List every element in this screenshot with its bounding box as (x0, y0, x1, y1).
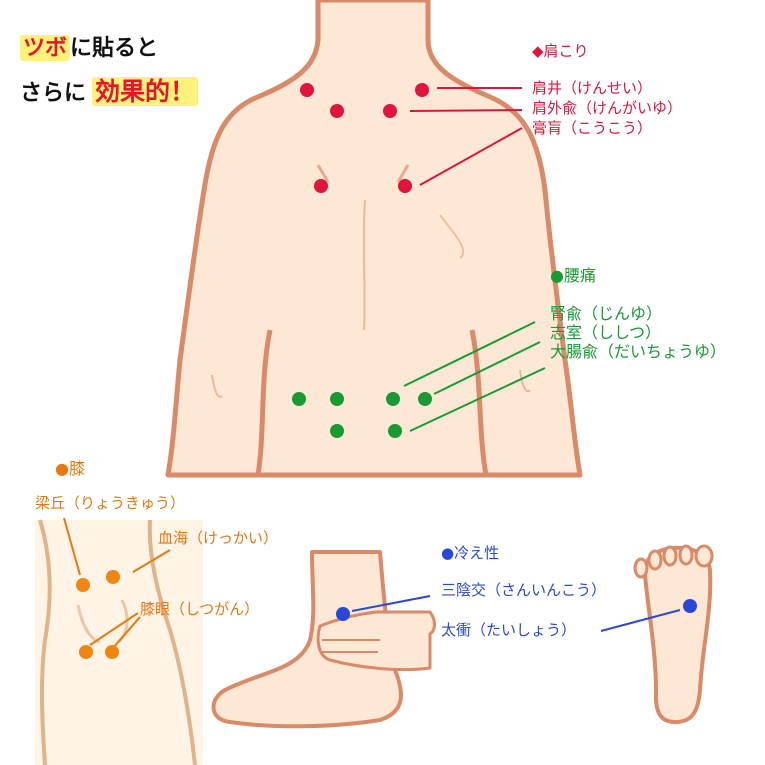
lower-back-heading: ●腰痛 (550, 266, 596, 285)
acupoint-kekkai (106, 570, 120, 584)
back-torso (165, 0, 583, 478)
catch-text-line1: に貼ると (70, 35, 159, 61)
acupoint-daichoyu-left (330, 424, 344, 438)
finger-lines (322, 639, 380, 653)
lower-back-point-label: 腎兪（じんゆ） (550, 304, 663, 323)
shoulder-heading: ◆肩こり (532, 42, 589, 60)
knee-heading: ●膝 (55, 459, 85, 478)
acupoint-koukou-left (314, 179, 328, 193)
lower-back-point-label: 大腸兪（だいちょうゆ） (550, 342, 727, 361)
acupoint-shitsugan-right (105, 645, 119, 659)
spine-line (362, 199, 366, 331)
foot-sole (642, 545, 713, 724)
catch-highlight-effective: 効果的！ (92, 77, 199, 106)
waist-right-line (469, 329, 489, 476)
back-shadow-line (439, 214, 465, 259)
shoulder-leader-lines (409, 87, 523, 186)
acupoint-jinyu-left (330, 392, 344, 406)
acupoint-daichoyu-right (388, 424, 402, 438)
toes (633, 544, 714, 579)
scapula-left-line (316, 164, 330, 183)
acupoint-kengaiyu-right (383, 104, 397, 118)
catch-highlight-tsubo: ツボ (20, 35, 71, 61)
cold-point-label: 三陰交（さんいんこう） (441, 581, 607, 599)
knee-acupoints (76, 570, 120, 659)
knee-point-label: 梁丘（りょうきゅう） (35, 494, 186, 512)
scapula-right-line (396, 164, 410, 183)
shoulder-point-label: 膏肓（こうこう） (532, 119, 653, 137)
acupoint-shitsugan-left (79, 645, 93, 659)
shoulder-point-label: 肩外兪（けんがいゆ） (532, 99, 683, 117)
acupoint-ryokyu (76, 578, 90, 592)
catch-copy-line2: さらに効果的！ (20, 72, 199, 108)
left-hand-line (211, 374, 223, 398)
acupoint-saninko (336, 607, 350, 621)
acupoint-kensei-left (300, 83, 314, 97)
acupoint-shishitsu-left (292, 392, 306, 406)
knee-leader-lines (63, 517, 171, 649)
catch-text-line2: さらに (20, 80, 87, 106)
shoulder-point-label: 肩井（けんせい） (532, 79, 653, 97)
knee-point-label: 膝眼（しつがん） (140, 600, 260, 618)
catch-copy-line1: ツボに貼ると (20, 30, 158, 62)
shoulder-acupoints (300, 83, 429, 193)
cold-heading: ●冷え性 (441, 544, 500, 562)
cold-point-label: 太衝（たいしょう） (441, 621, 577, 639)
acupoint-kensei-right (415, 83, 429, 97)
knee-left-outline (38, 519, 52, 765)
acupoint-shishitsu-right (418, 392, 432, 406)
cold-leader-lines (351, 595, 681, 632)
acupoint-kengaiyu-left (330, 104, 344, 118)
acupoint-jinyu-right (386, 392, 400, 406)
acupoint-taisho (683, 599, 697, 613)
cold-acupoints (336, 599, 697, 621)
right-hand-line (519, 369, 531, 393)
knee-right-outline (147, 519, 197, 765)
knee-point-label: 血海（けっかい） (158, 529, 279, 547)
lower-back-point-label: 志室（ししつ） (550, 323, 662, 342)
lower-back-leader-lines (403, 321, 546, 432)
acupoint-koukou-right (398, 179, 412, 193)
lower-back-acupoints (292, 392, 432, 438)
waist-left-line (255, 329, 273, 476)
